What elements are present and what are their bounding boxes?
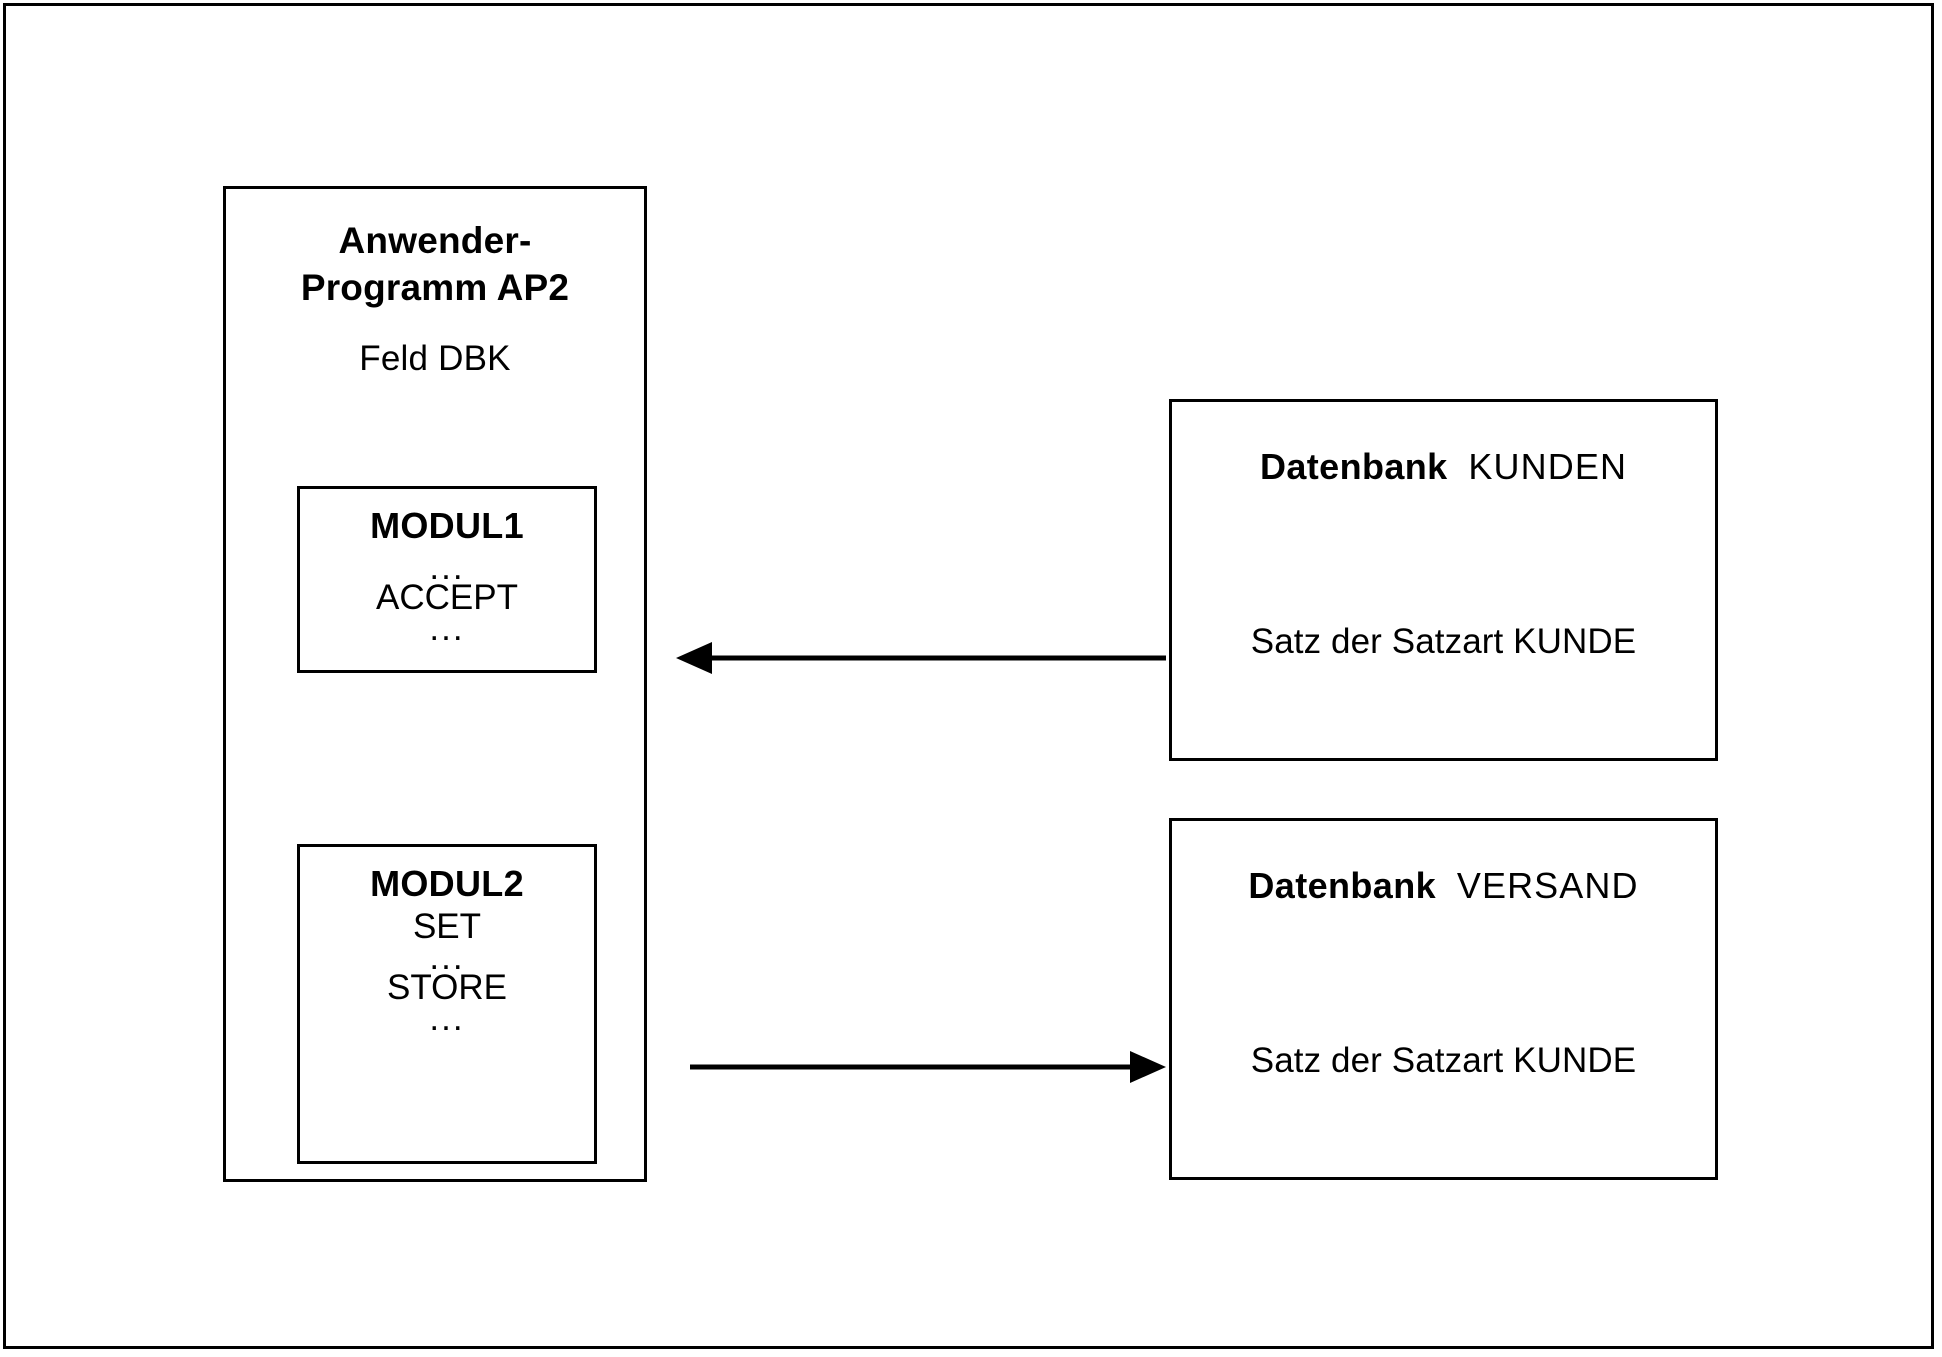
- database-versand-name: VERSAND: [1456, 865, 1639, 906]
- modul1-line-3: ...: [429, 609, 465, 649]
- database-kunden-prefix: Datenbank: [1259, 446, 1448, 487]
- modul2-line-1: SET: [412, 907, 482, 946]
- database-kunden-box: Datenbank KUNDEN Satz der Satzart KUNDE: [1169, 399, 1718, 761]
- read-arrow-left: [676, 642, 1166, 674]
- field-dbk-label: Feld DBK: [359, 339, 511, 378]
- modul2-line-2: ...: [429, 938, 465, 978]
- application-program-title: Anwender- Programm AP2: [226, 217, 644, 312]
- database-kunden-name: KUNDEN: [1468, 446, 1628, 487]
- database-kunden-title: Datenbank KUNDEN: [1172, 446, 1715, 488]
- modul1-box: MODUL1 ... ACCEPT ...: [297, 486, 597, 673]
- database-versand-record: Satz der Satzart KUNDE: [1250, 1041, 1637, 1080]
- application-program-title-line1: Anwender-: [338, 220, 532, 261]
- modul1-line-1: ...: [429, 548, 465, 587]
- modul2-line-3: STORE: [387, 968, 507, 1008]
- modul1-line-2: ACCEPT: [376, 578, 518, 618]
- database-versand-box: Datenbank VERSAND Satz der Satzart KUNDE: [1169, 818, 1718, 1180]
- application-program-title-line2: Programm AP2: [300, 267, 570, 309]
- modul2-box: MODUL2 SET ... STORE ...: [297, 844, 597, 1164]
- application-program-box: Anwender- Programm AP2 Feld DBK MODUL1 .…: [223, 186, 647, 1182]
- write-arrow-right: [690, 1051, 1166, 1083]
- database-versand-title: Datenbank VERSAND: [1172, 865, 1715, 907]
- modul2-line-4: ...: [429, 999, 465, 1039]
- database-kunden-record: Satz der Satzart KUNDE: [1250, 622, 1637, 661]
- database-versand-prefix: Datenbank: [1248, 865, 1437, 906]
- modul1-title: MODUL1: [370, 505, 524, 546]
- modul1-code-lines: ... ACCEPT ...: [300, 548, 594, 649]
- modul2-title: MODUL2: [370, 863, 524, 904]
- modul2-code-lines: SET ... STORE ...: [300, 907, 594, 1039]
- outer-frame-border: Anwender- Programm AP2 Feld DBK MODUL1 .…: [3, 3, 1934, 1349]
